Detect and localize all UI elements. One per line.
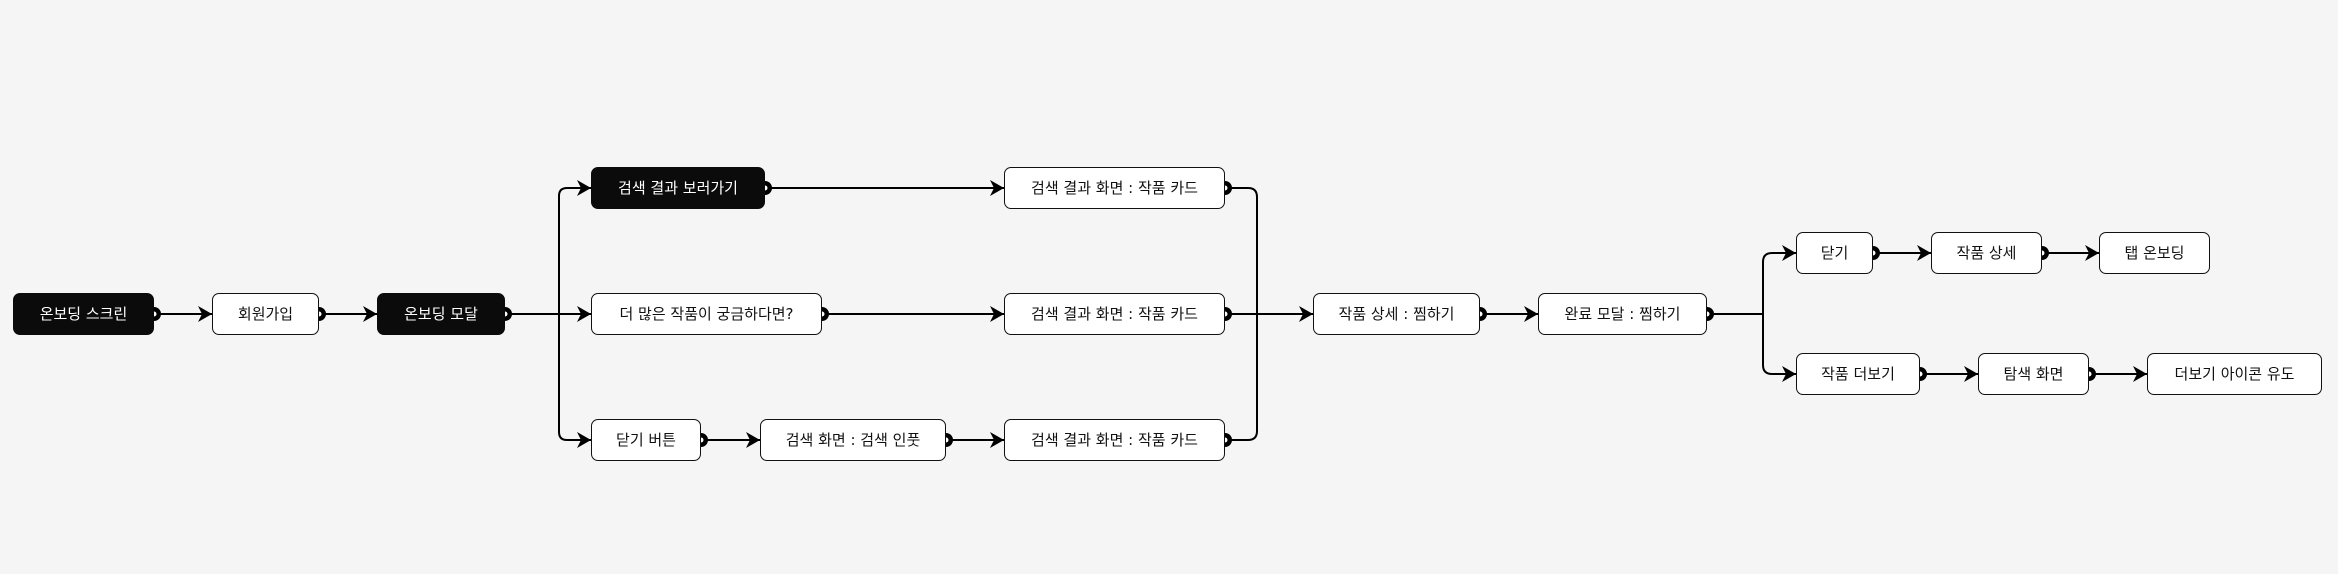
node-work-detail-like[interactable]: 작품 상세 : 찜하기 <box>1313 293 1480 335</box>
node-search-result-card-1[interactable]: 검색 결과 화면 : 작품 카드 <box>1004 167 1225 209</box>
connector-card-3-merge <box>1225 314 1258 441</box>
node-search-result-card-3[interactable]: 검색 결과 화면 : 작품 카드 <box>1004 419 1225 461</box>
connector-branch-to-close-button <box>558 314 591 441</box>
node-view-search-results[interactable]: 검색 결과 보러가기 <box>591 167 765 209</box>
node-onboarding-screen[interactable]: 온보딩 스크린 <box>13 293 154 335</box>
node-more-icon-guide[interactable]: 더보기 아이콘 유도 <box>2147 353 2322 395</box>
node-more-works[interactable]: 더 많은 작품이 궁금하다면? <box>591 293 822 335</box>
node-close-button[interactable]: 닫기 버튼 <box>591 419 701 461</box>
node-close[interactable]: 닫기 <box>1796 232 1873 274</box>
node-more-works-view[interactable]: 작품 더보기 <box>1796 353 1920 395</box>
node-complete-modal-like[interactable]: 완료 모달 : 찜하기 <box>1538 293 1707 335</box>
connector-card-1-merge <box>1225 187 1258 314</box>
connector-branch-to-more-works-view <box>1762 314 1796 375</box>
node-search-result-card-2[interactable]: 검색 결과 화면 : 작품 카드 <box>1004 293 1225 335</box>
node-explore-screen[interactable]: 탐색 화면 <box>1978 353 2089 395</box>
arrowheads <box>198 180 2147 448</box>
connector-branch-to-view-results <box>558 187 591 314</box>
node-tab-onboarding[interactable]: 탭 온보딩 <box>2099 232 2210 274</box>
node-search-input[interactable]: 검색 화면 : 검색 인풋 <box>760 419 946 461</box>
node-work-detail[interactable]: 작품 상세 <box>1931 232 2042 274</box>
node-onboarding-modal[interactable]: 온보딩 모달 <box>377 293 505 335</box>
node-signup[interactable]: 회원가입 <box>212 293 319 335</box>
connector-branch-to-close <box>1762 252 1796 314</box>
